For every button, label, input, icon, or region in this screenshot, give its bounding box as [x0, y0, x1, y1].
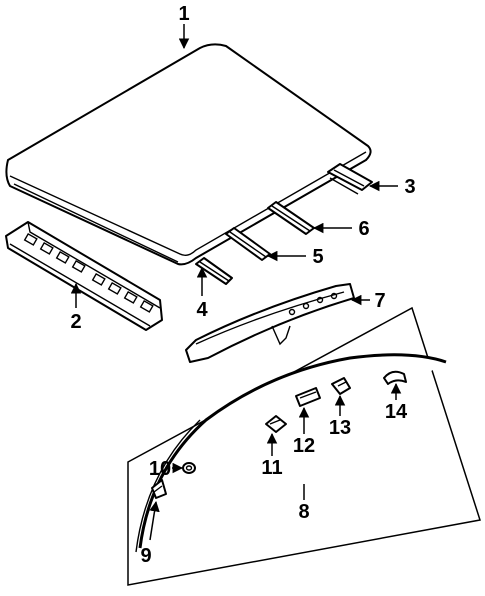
callout-3: 3: [404, 176, 415, 198]
roof-panel: [5, 43, 372, 266]
grommet: [182, 462, 196, 474]
rear-header-panel: [185, 283, 355, 363]
callout-7: 7: [374, 290, 385, 312]
drip-molding-kit-outline: [127, 306, 481, 586]
roof-bow-5: [225, 227, 271, 261]
molding-clip-9: [151, 479, 167, 499]
drip-molding: [135, 353, 447, 553]
molding-joint-cover: [295, 387, 321, 407]
callout-11: 11: [261, 457, 282, 479]
molding-clip-13: [331, 377, 351, 395]
callout-13: 13: [329, 417, 351, 439]
callout-9: 9: [140, 545, 151, 567]
roof-bow-front: [195, 257, 233, 285]
callout-labels: 1 2 3 4 5 6 7 8 9 10 11 12 13 14: [70, 3, 415, 567]
callout-2: 2: [70, 311, 81, 333]
leader-lines: [70, 24, 402, 541]
callout-4: 4: [196, 299, 208, 321]
callout-8: 8: [298, 501, 309, 523]
molding-clip-11: [265, 415, 287, 433]
callout-14: 14: [385, 401, 408, 423]
molding-end-cap: [383, 370, 407, 385]
roof-bow-6: [267, 201, 315, 235]
callout-6: 6: [358, 218, 369, 240]
front-header-panel: [5, 221, 163, 331]
callout-1: 1: [178, 3, 189, 25]
callout-10: 10: [149, 458, 171, 480]
callout-12: 12: [293, 435, 315, 457]
callout-5: 5: [312, 246, 323, 268]
